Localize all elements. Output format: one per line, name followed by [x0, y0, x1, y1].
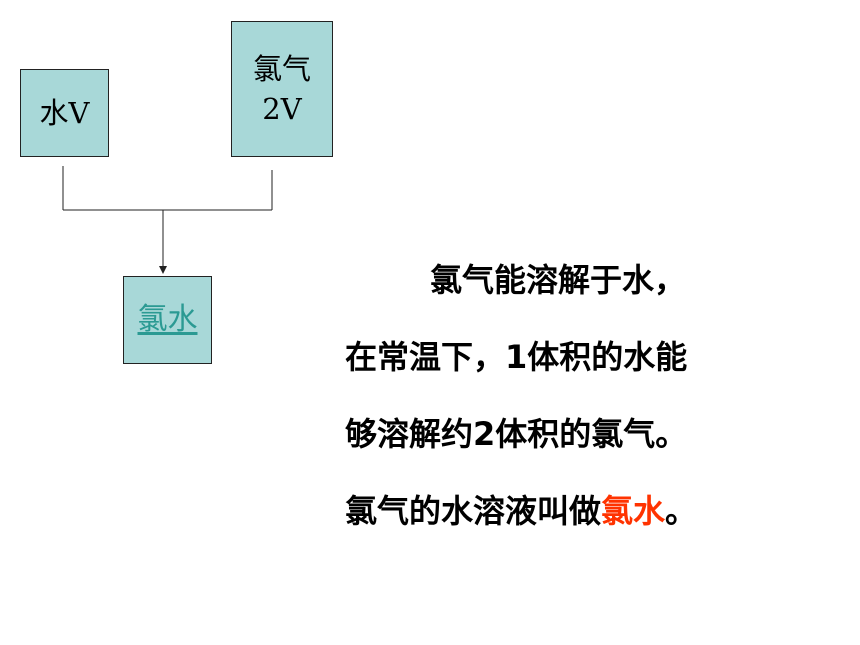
description-line-4-text: 氯气的水溶液叫做: [345, 492, 602, 530]
chlorine-water-link[interactable]: 氯水: [137, 302, 198, 337]
chlorine-gas-box: 氯气 2V: [231, 21, 333, 157]
water-label: 水V: [39, 96, 90, 130]
description-line-1: 氯气能溶解于水，: [430, 261, 687, 299]
description-text: 氯气能溶解于水， 在常温下，1体积的水能 够溶解约2体积的氯气。 氯气的水溶液叫…: [345, 252, 845, 560]
chlorine-label-line1: 氯气: [252, 52, 311, 86]
description-line-4-end: 。: [665, 492, 698, 530]
description-line-3: 够溶解约2体积的氯气。: [345, 415, 688, 453]
description-line-2: 在常温下，1体积的水能: [345, 338, 688, 376]
chlorine-water-box: 氯水: [123, 276, 212, 364]
highlight-term: 氯水: [601, 492, 666, 530]
chlorine-label-line2: 2V: [262, 92, 302, 126]
description-line-4: 氯气的水溶液叫做氯水。: [345, 483, 845, 560]
water-box: 水V: [20, 69, 109, 157]
